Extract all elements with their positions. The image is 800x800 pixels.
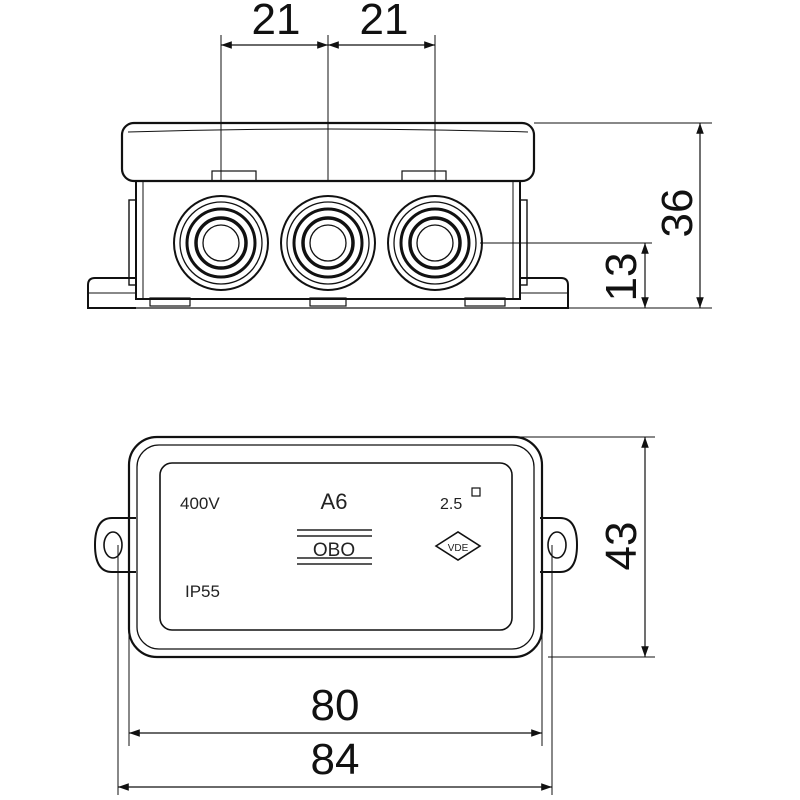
side-rib-left	[128, 199, 137, 286]
dim-label-21-left: 21	[252, 0, 301, 44]
dim-label-80: 80	[311, 681, 360, 730]
dim-label-43: 43	[597, 522, 646, 571]
square-mm-symbol	[471, 487, 481, 497]
dim-label-21-right: 21	[360, 0, 409, 44]
lid-tab-right	[401, 170, 447, 182]
cable-entry-right	[387, 195, 483, 291]
front-view: 21 21 36 13	[87, 0, 712, 309]
ip-rating-label: IP55	[185, 582, 220, 601]
lid-inner	[159, 462, 513, 631]
voltage-label: 400V	[180, 494, 220, 513]
cable-entry-middle	[280, 195, 376, 291]
lid-middle	[136, 444, 535, 650]
model-label: A6	[321, 489, 348, 514]
svg-text:VDE: VDE	[448, 543, 469, 554]
svg-text:OBO: OBO	[313, 540, 355, 561]
dim-label-36: 36	[653, 189, 702, 238]
top-view: 400V A6 2.5 IP55 OBO VDE 43 80 84	[93, 435, 655, 795]
cable-entry-left	[173, 195, 269, 291]
dim-label-13: 13	[597, 253, 646, 302]
mounting-ear-right	[540, 517, 579, 573]
obo-logo: OBO	[297, 529, 372, 565]
mounting-foot-left	[87, 277, 136, 309]
mounting-ear-left	[93, 517, 136, 573]
mounting-foot-right	[520, 277, 569, 309]
lid-tab-left	[211, 170, 257, 182]
dim-label-84: 84	[311, 735, 360, 784]
lid-outer	[127, 435, 544, 659]
cross-section-label: 2.5	[440, 496, 462, 513]
vde-mark: VDE	[434, 531, 482, 561]
